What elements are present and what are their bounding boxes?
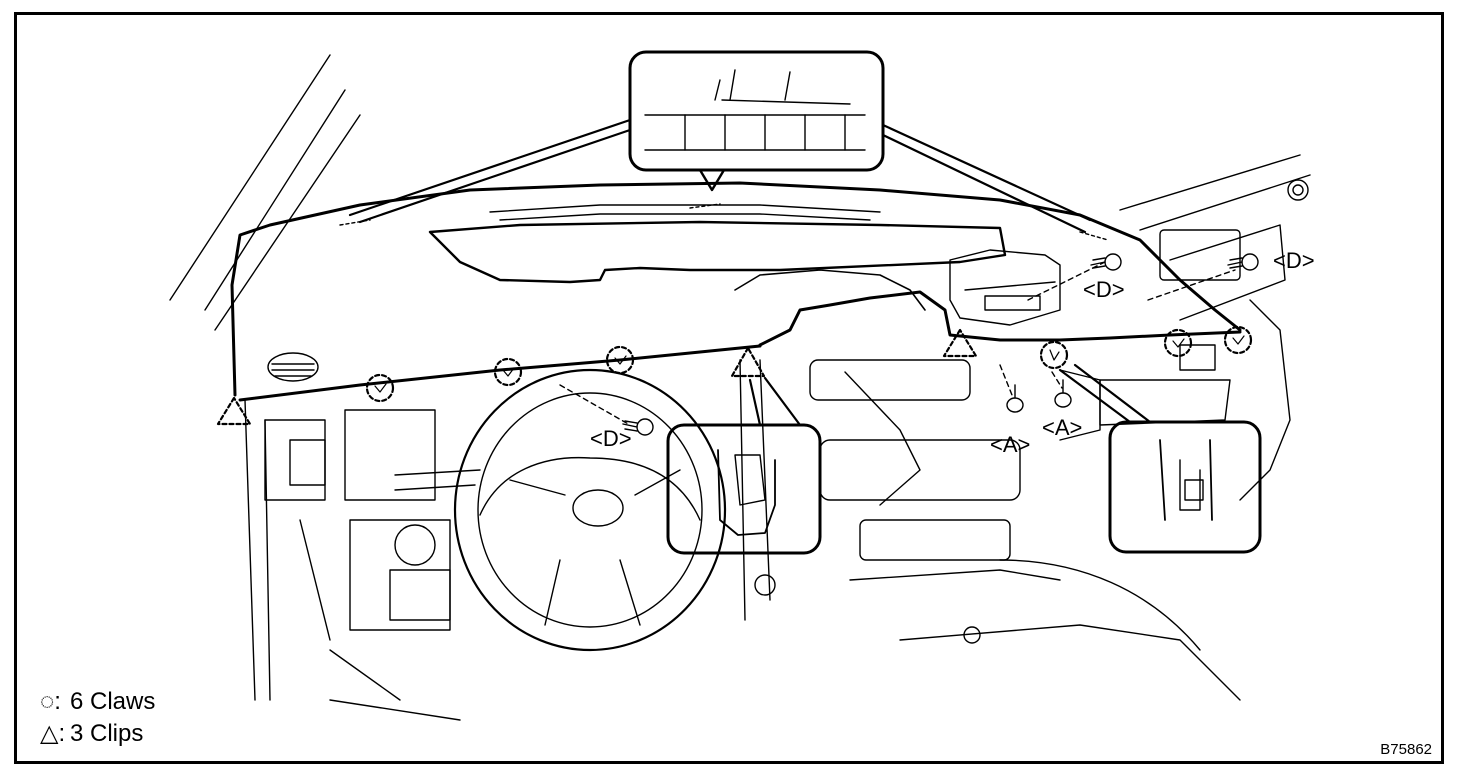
callout-a-right: <A> <box>1042 415 1082 440</box>
screw-icon <box>1006 384 1024 413</box>
legend-clips-label: 3 Clips <box>70 719 144 747</box>
claw-marker <box>1223 325 1253 355</box>
callout-d-right-top: <D> <box>1083 277 1125 302</box>
upper-panel-outline <box>230 181 1242 397</box>
callout-a-left: <A> <box>990 432 1030 457</box>
claw-marker <box>605 345 635 375</box>
windshield-pillar-line <box>204 89 346 311</box>
claw-marker <box>1039 340 1069 370</box>
clip-legend-icon: △: <box>40 720 66 747</box>
screw-icon <box>1054 379 1072 408</box>
claw-marker <box>1163 328 1193 358</box>
steering-wheel <box>453 368 727 652</box>
callout-d-left: <D> <box>590 426 632 451</box>
windshield-pillar-line <box>169 54 331 301</box>
ecu-box <box>949 249 1061 326</box>
diagram-frame <box>14 12 1444 764</box>
callout-d-right: <D> <box>1273 248 1315 273</box>
screw-icon <box>1090 253 1122 271</box>
claw-marker <box>365 373 395 403</box>
clip-detail-callout <box>666 423 822 555</box>
top-detail-callout <box>628 50 885 172</box>
claw-detail-callout <box>1108 420 1262 554</box>
panel-lower-edge <box>238 344 762 402</box>
legend-claws-label: 6 Claws <box>70 688 156 715</box>
figure-id: B75862 <box>1380 741 1432 758</box>
clip-marker <box>730 346 766 378</box>
legend-clips: △: 3 Clips <box>40 719 143 748</box>
clip-marker <box>942 328 978 358</box>
screw-icon <box>1227 253 1259 271</box>
clip-marker <box>216 396 252 426</box>
claw-legend-icon: ◌: <box>40 688 61 715</box>
left-vent <box>267 352 319 382</box>
legend-claws: ◌: 6 Claws <box>40 688 155 716</box>
claw-marker <box>493 357 523 387</box>
steering-hub <box>572 489 624 527</box>
screw-icon <box>622 418 654 436</box>
defroster-opening <box>428 220 1007 284</box>
